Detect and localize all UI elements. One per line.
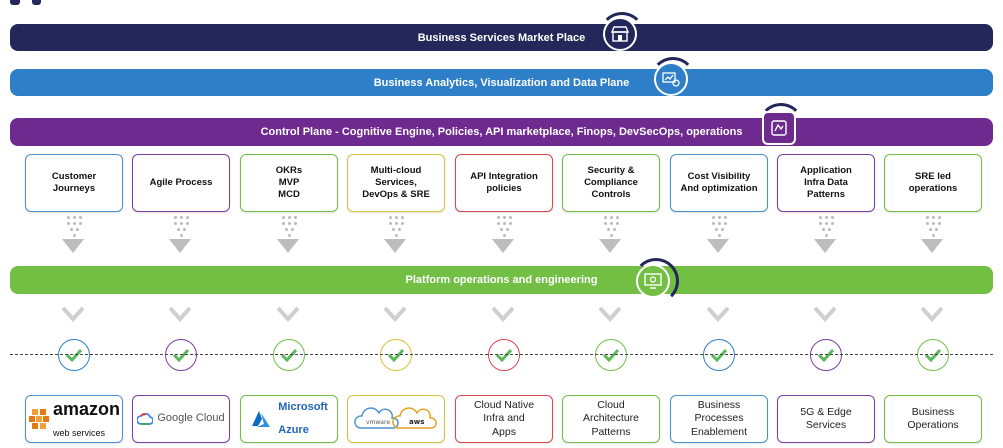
control-plane-bar: Control Plane - Cognitive Engine, Polici… bbox=[10, 118, 993, 146]
down-arrow-icon bbox=[921, 239, 943, 253]
dots-connector bbox=[600, 216, 620, 238]
chevron-down-icon bbox=[384, 306, 406, 322]
down-arrow-icon bbox=[492, 239, 514, 253]
dots-connector bbox=[493, 216, 513, 238]
category-box: Security & Compliance Controls bbox=[562, 154, 660, 212]
bottom-item-box: Cloud Architecture Patterns bbox=[562, 395, 660, 443]
marketplace-bar: Business Services Market Place bbox=[10, 24, 993, 51]
checkmark-icon bbox=[380, 339, 412, 371]
chevron-down-icon bbox=[599, 306, 621, 322]
chevron-down-icon bbox=[814, 306, 836, 322]
platform-bar: Platform operations and engineering bbox=[10, 266, 993, 294]
gcp-label: Google Cloud bbox=[157, 412, 225, 425]
dots-connector bbox=[815, 216, 835, 238]
analytics-bar: Business Analytics, Visualization and Da… bbox=[10, 69, 993, 96]
chevron-down-icon bbox=[707, 306, 729, 322]
category-box: SRE led operations bbox=[884, 154, 982, 212]
dots-connector bbox=[170, 216, 190, 238]
checkmark-icon bbox=[917, 339, 949, 371]
checkmark-icon bbox=[488, 339, 520, 371]
chevron-down-icon bbox=[169, 306, 191, 322]
category-box: Cost Visibility And optimization bbox=[670, 154, 768, 212]
checkmark-icon bbox=[165, 339, 197, 371]
bottom-item-box: Cloud Native Infra and Apps bbox=[455, 395, 553, 443]
monitor-settings-icon bbox=[636, 264, 670, 298]
dots-connector bbox=[922, 216, 942, 238]
down-arrow-icon bbox=[169, 239, 191, 253]
dots-connector bbox=[385, 216, 405, 238]
analytics-arc bbox=[650, 57, 696, 103]
bottom-item-box: Business Operations bbox=[884, 395, 982, 443]
down-arrow-icon bbox=[384, 239, 406, 253]
category-box: Application Infra Data Patterns bbox=[777, 154, 875, 212]
vmware-aws-cloud-icon: vmware aws bbox=[354, 407, 437, 429]
chevron-down-icon bbox=[277, 306, 299, 322]
google-cloud-icon bbox=[137, 413, 154, 425]
dots-connector bbox=[708, 216, 728, 238]
marketplace-arc bbox=[599, 12, 645, 58]
down-arrow-icon bbox=[599, 239, 621, 253]
marketplace-label: Business Services Market Place bbox=[417, 31, 586, 44]
analytics-label: Business Analytics, Visualization and Da… bbox=[373, 76, 630, 89]
control-panel-icon bbox=[762, 111, 796, 145]
checkmark-icon bbox=[58, 339, 90, 371]
category-box: Multi-cloud Services, DevOps & SRE bbox=[347, 154, 445, 212]
azure-line1: Microsoft bbox=[278, 400, 328, 413]
control-plane-label: Control Plane - Cognitive Engine, Polici… bbox=[260, 126, 743, 138]
down-arrow-icon bbox=[707, 239, 729, 253]
bottom-item-box: 5G & Edge Services bbox=[777, 395, 875, 443]
title-fragment bbox=[10, 0, 50, 6]
down-arrow-icon bbox=[277, 239, 299, 253]
platform-arc bbox=[633, 258, 679, 304]
checkmark-icon bbox=[810, 339, 842, 371]
control-arc bbox=[758, 103, 804, 149]
category-box: Agile Process bbox=[132, 154, 230, 212]
azure-logo-box: Microsoft Azure bbox=[240, 395, 338, 443]
vmware-aws-logo-box: vmware aws bbox=[347, 395, 445, 443]
category-box: OKRs MVP MCD bbox=[240, 154, 338, 212]
platform-label: Platform operations and engineering bbox=[405, 274, 598, 286]
aws-cubes-icon bbox=[28, 409, 49, 429]
chevron-down-icon bbox=[921, 306, 943, 322]
gcp-logo-box: Google Cloud bbox=[132, 395, 230, 443]
dots-connector bbox=[63, 216, 83, 238]
checkmark-icon bbox=[703, 339, 735, 371]
azure-line2: Azure bbox=[278, 423, 309, 436]
checkmark-icon bbox=[273, 339, 305, 371]
aws-sub: web services bbox=[52, 427, 106, 438]
storefront-icon bbox=[603, 17, 637, 51]
category-box: Customer Journeys bbox=[25, 154, 123, 212]
checkmark-icon bbox=[595, 339, 627, 371]
dots-connector bbox=[278, 216, 298, 238]
dashed-divider bbox=[10, 354, 993, 355]
down-arrow-icon bbox=[62, 239, 84, 253]
azure-icon bbox=[252, 411, 271, 427]
aws-logo-box: amazon web services bbox=[25, 395, 123, 443]
chevron-down-icon bbox=[62, 306, 84, 322]
category-box: API Integration policies bbox=[455, 154, 553, 212]
chevron-down-icon bbox=[492, 306, 514, 322]
aws-word: amazon bbox=[52, 399, 121, 420]
analytics-icon bbox=[654, 62, 688, 96]
aws-small-text: aws bbox=[409, 418, 424, 426]
down-arrow-icon bbox=[814, 239, 836, 253]
bottom-item-box: Business Processes Enablement bbox=[670, 395, 768, 443]
vmware-text: vmware bbox=[366, 419, 390, 426]
